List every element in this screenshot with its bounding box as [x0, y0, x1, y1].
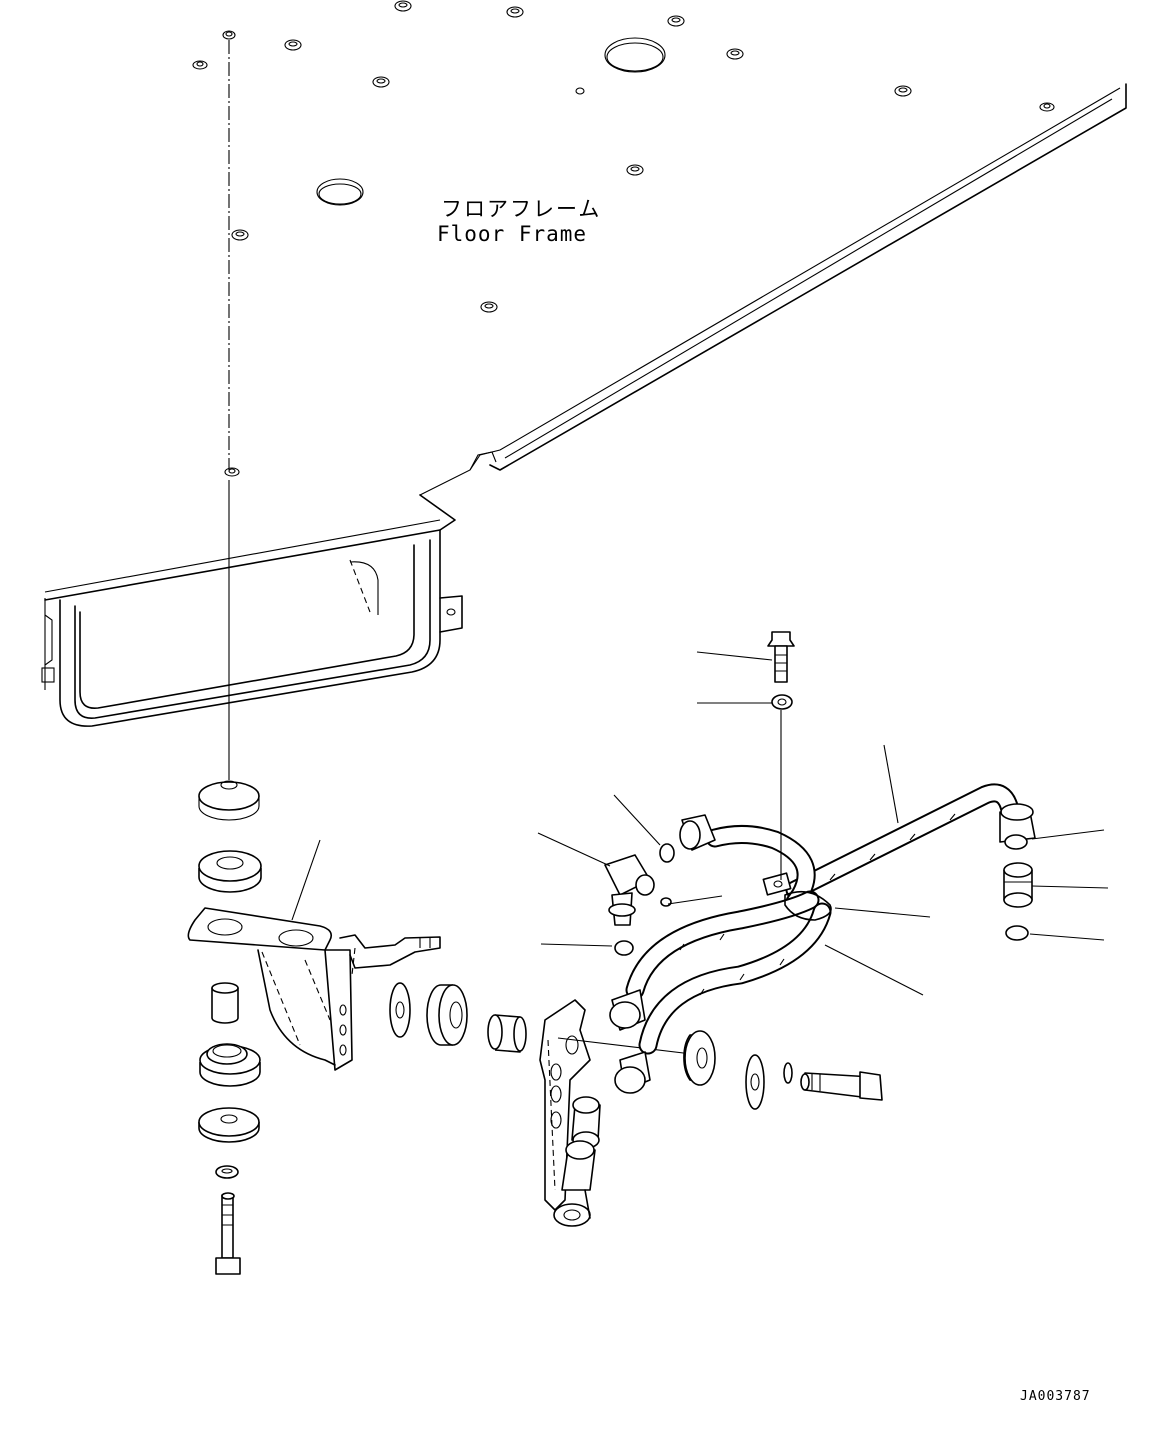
mount-bracket — [187, 839, 441, 1071]
spring-washer — [215, 1165, 239, 1179]
clip-bolt — [767, 631, 795, 880]
mount-stack — [187, 40, 441, 1275]
o-ring-right-top — [1004, 834, 1028, 850]
washer-side-right — [745, 1054, 765, 1110]
collar — [211, 988, 239, 1024]
floor-frame-label-en: Floor Frame — [437, 222, 587, 246]
clip — [762, 872, 792, 896]
o-ring-1 — [659, 843, 675, 863]
drawing-code: JA003787 — [1020, 1389, 1091, 1404]
bolt-vertical — [215, 1192, 241, 1275]
o-ring-right-bottom — [1005, 925, 1029, 941]
elbow-fitting — [604, 854, 655, 926]
washer-top — [198, 781, 260, 811]
floor-frame: フロアフレーム Floor Frame — [41, 0, 1127, 727]
floor-holes — [192, 0, 1055, 477]
floor-frame-label-jp: フロアフレーム — [441, 197, 601, 221]
hose-clamp-plate — [539, 999, 601, 1227]
o-ring-2 — [660, 897, 672, 907]
leader-lines — [537, 651, 1109, 996]
washer-side — [389, 982, 411, 1038]
horizontal-mount-parts — [389, 982, 883, 1227]
o-ring-3 — [614, 940, 634, 956]
hose-assembly — [604, 631, 1036, 1094]
